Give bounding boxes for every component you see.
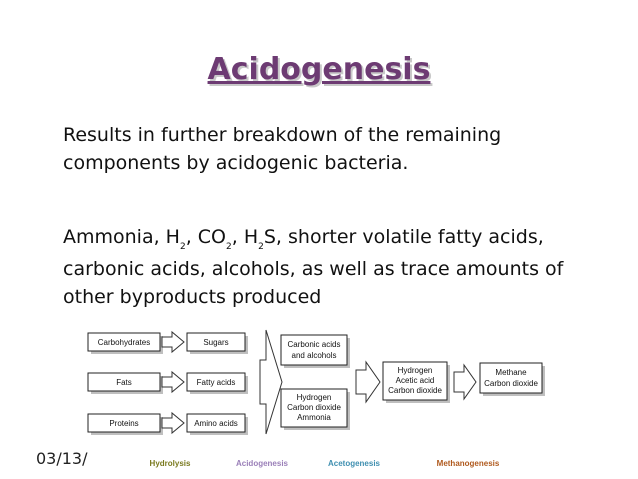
- arrow-hydrolysis-2: [161, 370, 185, 394]
- arrow-hydrolysis-3: [161, 411, 185, 435]
- stage-acidogenesis: Acidogenesis: [236, 459, 289, 468]
- label-amino-acids: Amino acids: [194, 419, 238, 428]
- label-carbohydrates: Carbohydrates: [98, 338, 150, 347]
- label-carbon-dioxide-3: Carbon dioxide: [484, 379, 538, 388]
- slide-date: 03/13/: [36, 449, 88, 468]
- box-fats: Fats: [87, 372, 163, 394]
- stage-methanogenesis: Methanogenesis: [437, 459, 500, 468]
- subscript: 2: [258, 242, 264, 252]
- slide-title: Acidogenesis: [207, 52, 431, 87]
- label-hydrogen: Hydrogen: [297, 393, 332, 402]
- arrow-hydrolysis-1: [161, 330, 185, 354]
- box-sugars: Sugars: [186, 332, 248, 354]
- box-proteins: Proteins: [87, 413, 163, 435]
- stage-hydrolysis: Hydrolysis: [150, 459, 191, 468]
- label-sugars: Sugars: [203, 338, 228, 347]
- bullet-text-part: S, shorter volatile fatty acids, carboni…: [63, 226, 564, 308]
- bullet-text-part: , CO: [185, 226, 227, 248]
- box-carbohydrates: Carbohydrates: [87, 332, 163, 354]
- box-acetogenic-products: Hydrogen Acetic acid Carbon dioxide: [382, 361, 450, 403]
- bullet-text-part: , H: [231, 226, 259, 248]
- bullet-breakdown: Results in further breakdown of the rema…: [63, 124, 502, 174]
- label-fats: Fats: [116, 378, 132, 387]
- arrow-methanogenesis: [453, 363, 477, 401]
- box-fatty-acids: Fatty acids: [186, 372, 248, 394]
- box-hydrogen-co2-ammonia: Hydrogen Carbon dioxide Ammonia: [280, 388, 350, 430]
- label-proteins: Proteins: [109, 419, 138, 428]
- box-carbonic-acids: Carbonic acids and alcohols: [280, 334, 350, 368]
- arrow-acidogenesis: [259, 329, 283, 435]
- label-ammonia: Ammonia: [297, 413, 331, 422]
- box-amino-acids: Amino acids: [186, 413, 248, 435]
- subscript: 2: [226, 242, 232, 252]
- label-carbon-dioxide-2: Carbon dioxide: [388, 386, 442, 395]
- box-methane: Methane Carbon dioxide: [479, 362, 545, 396]
- label-carbonic-acids: Carbonic acids: [288, 340, 341, 349]
- label-alcohols: and alcohols: [292, 351, 337, 360]
- bullet-byproducts: Ammonia, H2, CO2, H2S, shorter volatile …: [63, 223, 583, 311]
- stage-acetogenesis: Acetogenesis: [328, 459, 381, 468]
- arrow-acetogenesis: [355, 360, 381, 404]
- label-hydrogen-2: Hydrogen: [398, 366, 433, 375]
- label-carbon-dioxide: Carbon dioxide: [287, 403, 341, 412]
- label-methane: Methane: [495, 368, 527, 377]
- label-fatty-acids: Fatty acids: [197, 378, 236, 387]
- label-acetic-acid: Acetic acid: [396, 376, 435, 385]
- subscript: 2: [179, 242, 186, 252]
- bullet-text-part: Ammonia, H: [63, 226, 180, 248]
